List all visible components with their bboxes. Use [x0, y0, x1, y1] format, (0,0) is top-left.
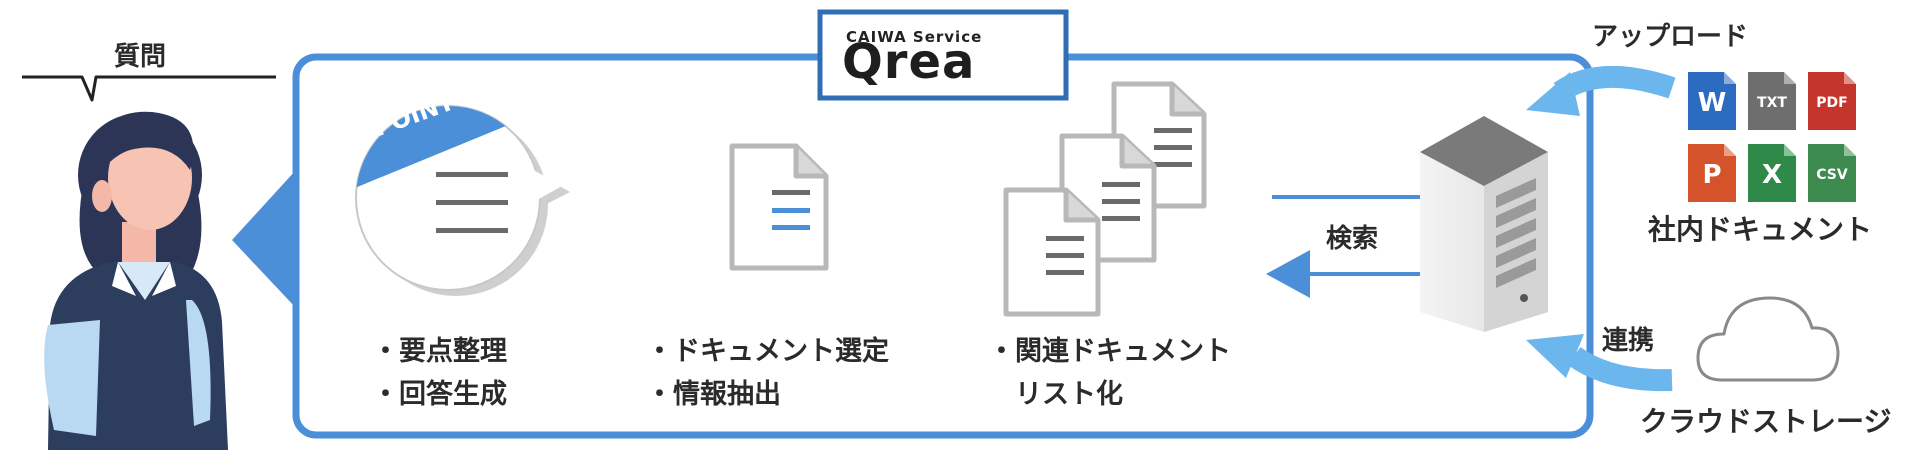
- step-document-line-1: ・ドキュメント選定: [646, 336, 889, 367]
- search-label: 検索: [1326, 224, 1379, 254]
- pdf-tile-label: PDF: [1816, 95, 1847, 111]
- related-documents-icon: [1003, 81, 1207, 317]
- cloud-icon: [1696, 296, 1840, 382]
- person-illustration: [22, 75, 276, 450]
- powerpoint-icon: P: [1688, 144, 1736, 202]
- step-related-line-2: リスト化: [988, 379, 1123, 410]
- brand-logo: [817, 9, 1069, 101]
- server-icon: [1420, 116, 1548, 332]
- point-bubble: [355, 105, 570, 296]
- txt-tile-label: TXT: [1757, 95, 1787, 111]
- csv-icon: CSV: [1808, 144, 1856, 202]
- internal-docs-label: 社内ドキュメント: [1648, 213, 1873, 246]
- powerpoint-tile-label: P: [1702, 160, 1721, 190]
- step-point-line-1: ・要点整理: [372, 336, 507, 367]
- step-document-text: ・ドキュメント選定 ・情報抽出: [646, 330, 889, 416]
- upload-arrow: [1526, 65, 1676, 116]
- word-icon: W: [1688, 72, 1736, 130]
- brand-subtitle: CAIWA Service: [846, 28, 983, 46]
- step-related-text: ・関連ドキュメント リスト化: [988, 330, 1231, 416]
- pdf-icon: PDF: [1808, 72, 1856, 130]
- link-label: 連携: [1602, 326, 1655, 356]
- step-point-text: ・要点整理 ・回答生成: [372, 330, 507, 416]
- link-arrow: [1526, 334, 1673, 392]
- cloud-storage-label: クラウドストレージ: [1640, 405, 1892, 438]
- excel-tile-label: X: [1762, 160, 1782, 190]
- csv-tile-label: CSV: [1816, 167, 1848, 183]
- bubble-lines-icon: [436, 172, 508, 233]
- step-document-line-2: ・情報抽出: [646, 379, 781, 410]
- step-related-line-1: ・関連ドキュメント: [988, 336, 1231, 367]
- txt-icon: TXT: [1748, 72, 1796, 130]
- document-icon: [729, 143, 829, 271]
- brand-name: Qrea: [842, 34, 976, 90]
- file-icons: W TXT PDF P X CSV: [1688, 72, 1856, 202]
- upload-label: アップロード: [1592, 22, 1749, 52]
- question-label: 質問: [114, 42, 167, 72]
- excel-icon: X: [1748, 144, 1796, 202]
- word-tile-label: W: [1698, 88, 1727, 118]
- step-point-line-2: ・回答生成: [372, 379, 507, 410]
